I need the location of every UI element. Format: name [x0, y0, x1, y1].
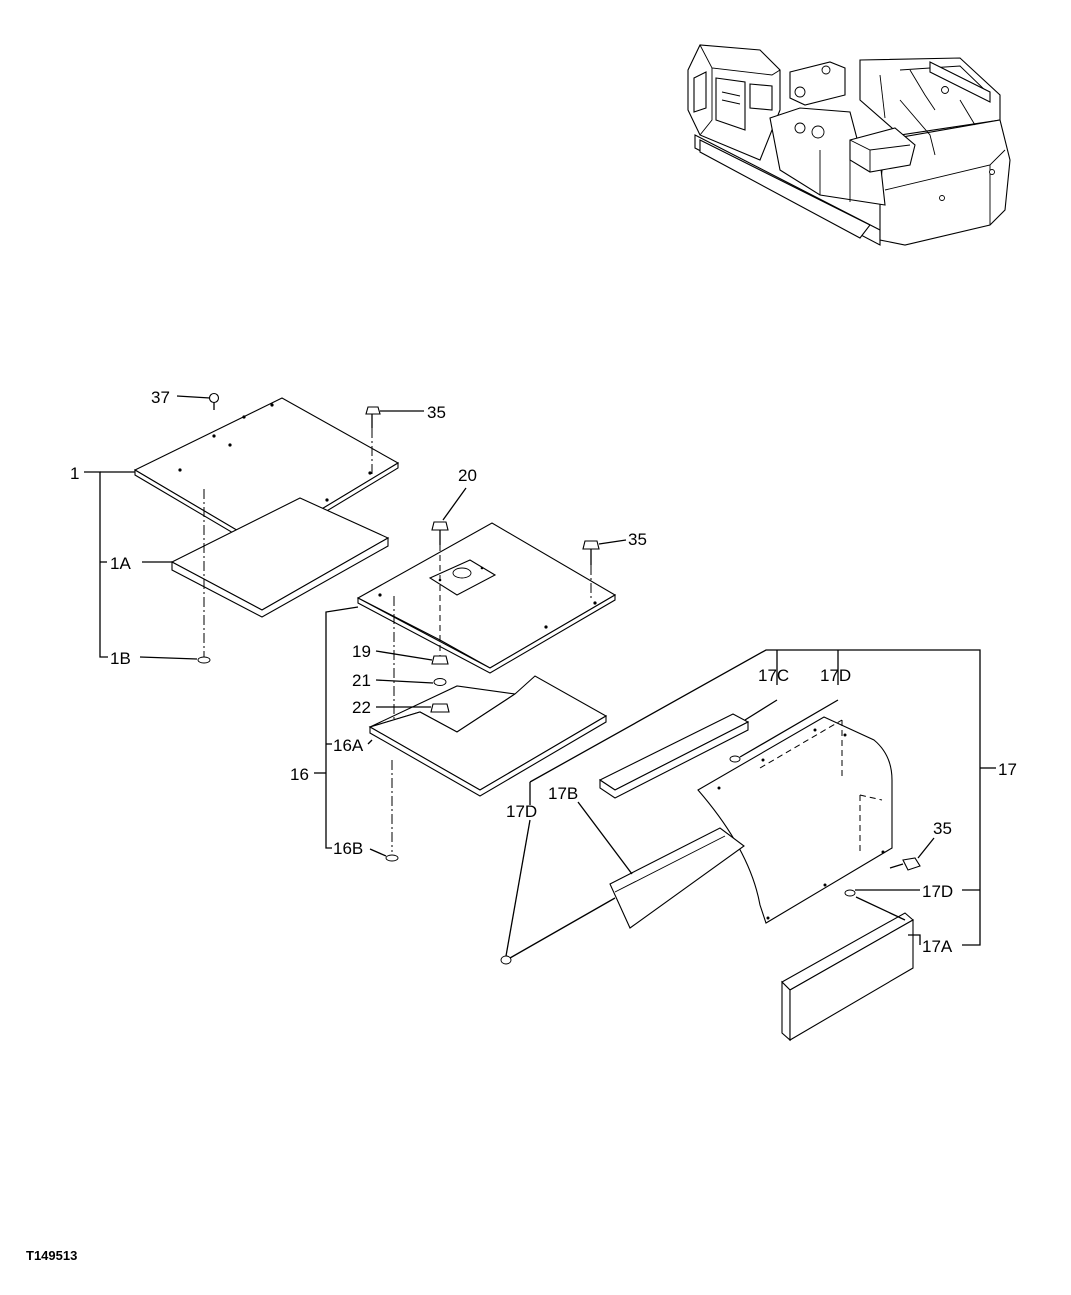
callout-22: 22 [352, 698, 371, 717]
figure-id: T149513 [26, 1248, 77, 1263]
callout-17d-left: 17D [506, 802, 537, 821]
panel-assembly-16 [356, 521, 617, 862]
callout-16: 16 [290, 765, 309, 784]
callout-17: 17 [998, 760, 1017, 779]
callout-1a: 1A [110, 554, 131, 573]
callout-19: 19 [352, 642, 371, 661]
callout-17a: 17A [922, 937, 953, 956]
callout-16a: 16A [333, 736, 364, 755]
callout-1b: 1B [110, 649, 131, 668]
callout-21: 21 [352, 671, 371, 690]
callout-labels: 37 35 1 1A 1B 20 35 19 21 22 16 16A 16B … [70, 388, 1017, 956]
excavator-overview-illustration [687, 44, 1011, 246]
callout-35-middle: 35 [628, 530, 647, 549]
callout-17d-right: 17D [922, 882, 953, 901]
callout-37: 37 [151, 388, 170, 407]
panel-assembly-17 [500, 713, 921, 1042]
panel-assembly-1 [133, 392, 400, 664]
callout-20: 20 [458, 466, 477, 485]
callout-16b: 16B [333, 839, 363, 858]
callout-17b: 17B [548, 784, 578, 803]
leader-lines [84, 395, 996, 959]
callout-35-right: 35 [933, 819, 952, 838]
callout-1: 1 [70, 464, 79, 483]
callout-35-top: 35 [427, 403, 446, 422]
callout-17d-top: 17D [820, 666, 851, 685]
callout-17c: 17C [758, 666, 789, 685]
